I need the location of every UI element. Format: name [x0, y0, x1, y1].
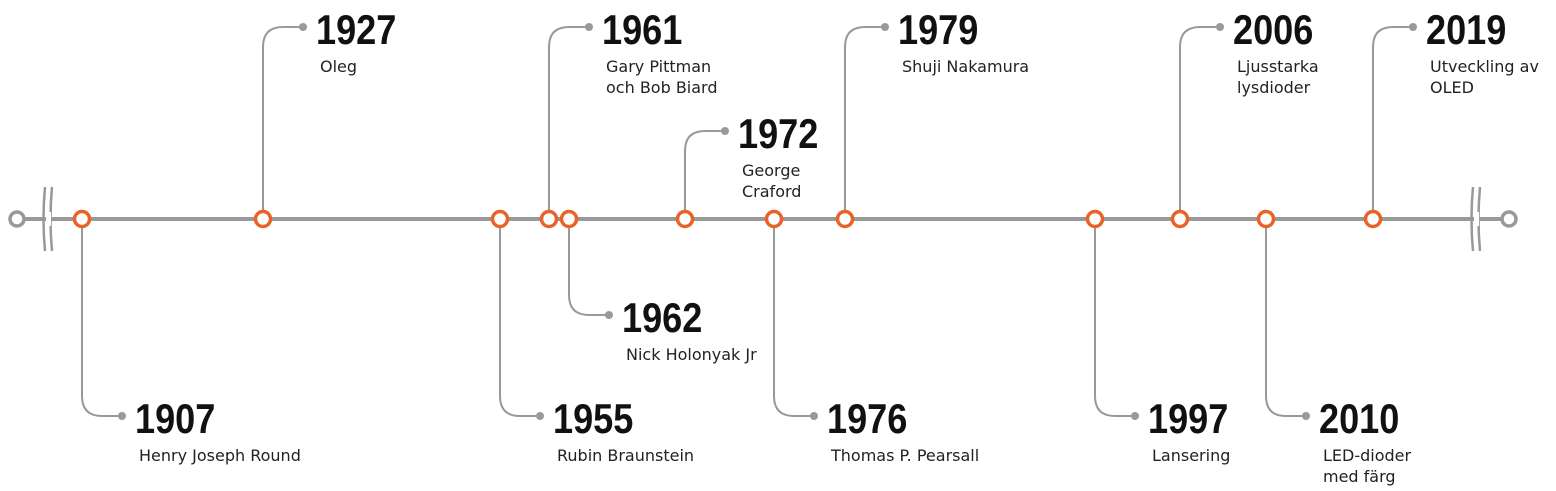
event-node [764, 209, 784, 229]
event-connector [1372, 26, 1413, 219]
event-label: Ljusstarka [1237, 57, 1319, 76]
connector-dot [721, 127, 729, 135]
axis-break-mark [42, 186, 47, 252]
event-label: och Bob Biard [606, 78, 718, 97]
event-connector [773, 219, 814, 417]
event-node [559, 209, 579, 229]
event-label: LED-dioder [1323, 446, 1412, 465]
connector-dot [1302, 412, 1310, 420]
axis-end-cap [8, 210, 26, 228]
event-year: 1961 [602, 8, 682, 54]
event-node [253, 209, 273, 229]
connector-dot [118, 412, 126, 420]
event-connector [262, 26, 303, 219]
event-year: 1927 [316, 8, 396, 54]
event-label: Utveckling av [1430, 57, 1539, 76]
event-node [1363, 209, 1383, 229]
event-label: med färg [1323, 467, 1396, 486]
event-label: Nick Holonyak Jr [626, 345, 757, 364]
event-connector [548, 26, 589, 219]
event-label: Gary Pittman [606, 57, 711, 76]
event-year: 2010 [1319, 397, 1399, 443]
connector-dot [299, 23, 307, 31]
event-label: George [742, 161, 800, 180]
event-node [72, 209, 92, 229]
event-connector [684, 130, 725, 219]
event-label: Lansering [1152, 446, 1230, 465]
axis-break-mark [1470, 186, 1475, 252]
axis-end-cap [1500, 210, 1518, 228]
event-node [1170, 209, 1190, 229]
event-year: 2019 [1426, 8, 1506, 54]
event-label: Thomas P. Pearsall [830, 446, 979, 465]
connector-dot [536, 412, 544, 420]
event-year: 1997 [1148, 397, 1228, 443]
event-connector [499, 219, 540, 417]
axis-break-gap [1474, 212, 1479, 226]
event-year: 1976 [827, 397, 907, 443]
connector-dot [605, 311, 613, 319]
event-label: Oleg [320, 57, 357, 76]
connector-dot [881, 23, 889, 31]
event-node [539, 209, 559, 229]
event-year: 1955 [553, 397, 633, 443]
event-label: Craford [742, 182, 801, 201]
connector-dot [1131, 412, 1139, 420]
event-connector [1179, 26, 1220, 219]
event-year: 1907 [135, 397, 215, 443]
event-label: Shuji Nakamura [902, 57, 1029, 76]
event-connector [844, 26, 885, 219]
event-connector [568, 219, 609, 316]
event-node [1256, 209, 1276, 229]
connector-dot [810, 412, 818, 420]
connector-dot [1216, 23, 1224, 31]
event-node [835, 209, 855, 229]
event-label: Henry Joseph Round [139, 446, 301, 465]
event-node [1085, 209, 1105, 229]
axis-break-gap [46, 212, 51, 226]
event-year: 1979 [898, 8, 978, 54]
event-label: OLED [1430, 78, 1474, 97]
event-year: 2006 [1233, 8, 1313, 54]
event-label: lysdioder [1237, 78, 1311, 97]
connector-dot [1409, 23, 1417, 31]
event-year: 1962 [622, 296, 702, 342]
event-year: 1972 [738, 112, 818, 158]
connector-dot [585, 23, 593, 31]
event-node [490, 209, 510, 229]
event-connector [81, 219, 122, 417]
event-node [675, 209, 695, 229]
event-connector [1265, 219, 1306, 417]
event-connector [1094, 219, 1135, 417]
event-label: Rubin Braunstein [557, 446, 694, 465]
